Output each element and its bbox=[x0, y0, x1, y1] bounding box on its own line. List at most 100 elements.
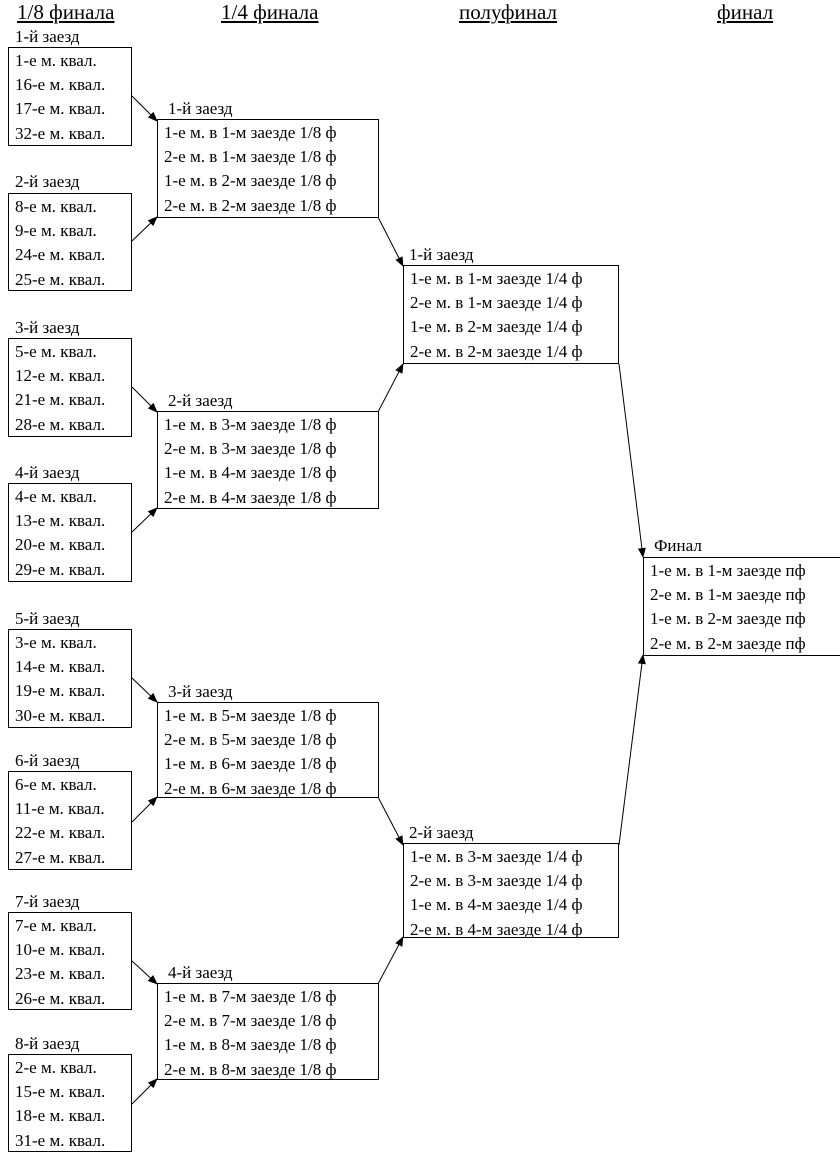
r16-heat-1-entry: 17-е м. квал. bbox=[15, 99, 106, 119]
qf-heat-1-entry: 2-е м. в 2-м заезде 1/8 ф bbox=[164, 195, 337, 215]
r16-heat-1-entry: 1-е м. квал. bbox=[15, 51, 97, 70]
qf-heat-4-label: 4-й заезд bbox=[168, 963, 233, 982]
r16-heat-1-entry: 16-е м. квал. bbox=[15, 75, 106, 95]
r16-heat-7-entry: 7-е м. квал. bbox=[15, 916, 97, 935]
r16-heat-5-entry: 30-е м. квал. bbox=[15, 705, 106, 725]
qf-heat-4-entry: 2-е м. в 7-м заезде 1/8 ф bbox=[164, 1011, 337, 1031]
qf-heat-2-entry: 2-е м. в 3-м заезде 1/8 ф bbox=[164, 439, 337, 459]
sf-heat-1-entry: 1-е м. в 1-м заезде 1/4 ф bbox=[410, 269, 583, 288]
final-label: Финал bbox=[654, 536, 702, 555]
r16-heat-4-entry: 13-е м. квал. bbox=[15, 511, 106, 531]
r16-heat-1-entry: 32-е м. квал. bbox=[15, 123, 106, 143]
sf-heat-1-entry: 1-е м. в 2-м заезде 1/4 ф bbox=[410, 317, 583, 337]
r16-heat-7-label: 7-й заезд bbox=[15, 892, 80, 911]
r16-heat-6-entry: 22-е м. квал. bbox=[15, 823, 106, 843]
sf-heat-2-box: 1-е м. в 3-м заезде 1/4 ф 2-е м. в 3-м з… bbox=[403, 843, 619, 938]
header-final: финал bbox=[717, 0, 774, 24]
qf-heat-1-entry: 1-е м. в 1-м заезде 1/8 ф bbox=[164, 123, 337, 142]
arrow-sf-1-to-final bbox=[618, 363, 646, 558]
qf-heat-3-label: 3-й заезд bbox=[168, 682, 233, 701]
arrow-r16-1-to-qf-1 bbox=[131, 95, 158, 122]
final-entry: 2-е м. в 1-м заезде пф bbox=[650, 585, 806, 605]
r16-heat-6-entry: 11-е м. квал. bbox=[15, 799, 105, 819]
arrow-qf-3-to-sf-2 bbox=[377, 796, 404, 846]
qf-heat-2-label: 2-й заезд bbox=[168, 391, 233, 410]
qf-heat-4-entry: 1-е м. в 7-м заезде 1/8 ф bbox=[164, 987, 337, 1006]
sf-heat-2-label: 2-й заезд bbox=[409, 823, 474, 842]
r16-heat-3-entry: 12-е м. квал. bbox=[15, 366, 106, 386]
qf-heat-2-entry: 2-е м. в 4-м заезде 1/8 ф bbox=[164, 487, 337, 507]
header-semifinal: полуфинал bbox=[459, 0, 557, 24]
arrow-r16-4-to-qf-2 bbox=[131, 507, 158, 533]
qf-heat-3-entry: 2-е м. в 6-м заезде 1/8 ф bbox=[164, 778, 337, 798]
final-entry: 2-е м. в 2-м заезде пф bbox=[650, 633, 806, 653]
qf-heat-4-box: 1-е м. в 7-м заезде 1/8 ф 2-е м. в 7-м з… bbox=[157, 983, 379, 1080]
r16-heat-8-label: 8-й заезд bbox=[15, 1034, 80, 1053]
qf-heat-3-entry: 2-е м. в 5-м заезде 1/8 ф bbox=[164, 730, 337, 750]
r16-heat-6-box: 6-е м. квал. 11-е м. квал. 22-е м. квал.… bbox=[8, 771, 132, 870]
qf-heat-2-box: 1-е м. в 3-м заезде 1/8 ф 2-е м. в 3-м з… bbox=[157, 411, 379, 509]
arrow-r16-5-to-qf-3 bbox=[131, 677, 158, 703]
sf-heat-1-entry: 2-е м. в 2-м заезде 1/4 ф bbox=[410, 341, 583, 361]
r16-heat-4-entry: 29-е м. квал. bbox=[15, 559, 106, 579]
r16-heat-6-entry: 6-е м. квал. bbox=[15, 775, 97, 794]
arrow-r16-7-to-qf-4 bbox=[131, 960, 158, 985]
final-box: 1-е м. в 1-м заезде пф 2-е м. в 1-м заез… bbox=[643, 557, 840, 656]
arrow-qf-2-to-sf-1 bbox=[377, 363, 404, 413]
qf-heat-1-entry: 2-е м. в 1-м заезде 1/8 ф bbox=[164, 147, 337, 167]
r16-heat-7-entry: 23-е м. квал. bbox=[15, 964, 106, 984]
arrow-qf-4-to-sf-2 bbox=[377, 936, 404, 985]
r16-heat-8-entry: 18-е м. квал. bbox=[15, 1106, 106, 1126]
sf-heat-2-entry: 1-е м. в 4-м заезде 1/4 ф bbox=[410, 895, 583, 915]
r16-heat-3-entry: 28-е м. квал. bbox=[15, 414, 106, 434]
r16-heat-3-label: 3-й заезд bbox=[15, 318, 80, 337]
r16-heat-8-box: 2-е м. квал. 15-е м. квал. 18-е м. квал.… bbox=[8, 1054, 132, 1152]
header-round-of-16: 1/8 финала bbox=[17, 0, 115, 24]
r16-heat-2-entry: 8-е м. квал. bbox=[15, 197, 97, 216]
qf-heat-3-entry: 1-е м. в 6-м заезде 1/8 ф bbox=[164, 754, 337, 774]
r16-heat-5-entry: 14-е м. квал. bbox=[15, 657, 106, 677]
arrow-qf-1-to-sf-1 bbox=[377, 216, 404, 267]
r16-heat-4-box: 4-е м. квал. 13-е м. квал. 20-е м. квал.… bbox=[8, 483, 132, 582]
sf-heat-2-entry: 2-е м. в 3-м заезде 1/4 ф bbox=[410, 871, 583, 891]
qf-heat-1-label: 1-й заезд bbox=[168, 99, 233, 118]
r16-heat-6-entry: 27-е м. квал. bbox=[15, 847, 106, 867]
r16-heat-5-label: 5-й заезд bbox=[15, 609, 80, 628]
r16-heat-5-box: 3-е м. квал. 14-е м. квал. 19-е м. квал.… bbox=[8, 629, 132, 728]
r16-heat-4-label: 4-й заезд bbox=[15, 463, 80, 482]
r16-heat-1-label: 1-й заезд bbox=[15, 27, 80, 46]
final-entry: 1-е м. в 1-м заезде пф bbox=[650, 561, 806, 580]
sf-heat-1-entry: 2-е м. в 1-м заезде 1/4 ф bbox=[410, 293, 583, 313]
r16-heat-2-entry: 9-е м. квал. bbox=[15, 221, 97, 241]
r16-heat-3-entry: 21-е м. квал. bbox=[15, 390, 106, 410]
r16-heat-5-entry: 3-е м. квал. bbox=[15, 633, 97, 652]
header-quarterfinal: 1/4 финала bbox=[221, 0, 319, 24]
sf-heat-2-entry: 2-е м. в 4-м заезде 1/4 ф bbox=[410, 919, 583, 938]
r16-heat-8-entry: 31-е м. квал. bbox=[15, 1130, 106, 1150]
r16-heat-4-entry: 4-е м. квал. bbox=[15, 487, 97, 506]
sf-heat-1-box: 1-е м. в 1-м заезде 1/4 ф 2-е м. в 1-м з… bbox=[403, 265, 619, 364]
qf-heat-4-entry: 1-е м. в 8-м заезде 1/8 ф bbox=[164, 1035, 337, 1055]
final-entry: 1-е м. в 2-м заезде пф bbox=[650, 609, 806, 629]
sf-heat-2-entry: 1-е м. в 3-м заезде 1/4 ф bbox=[410, 847, 583, 866]
qf-heat-2-entry: 1-е м. в 3-м заезде 1/8 ф bbox=[164, 415, 337, 434]
qf-heat-3-box: 1-е м. в 5-м заезде 1/8 ф 2-е м. в 5-м з… bbox=[157, 702, 379, 798]
sf-heat-1-label: 1-й заезд bbox=[409, 245, 474, 264]
r16-heat-8-entry: 2-е м. квал. bbox=[15, 1058, 97, 1077]
arrow-r16-2-to-qf-1 bbox=[131, 216, 158, 242]
arrow-r16-6-to-qf-3 bbox=[131, 796, 158, 823]
qf-heat-4-entry: 2-е м. в 8-м заезде 1/8 ф bbox=[164, 1059, 337, 1079]
qf-heat-3-entry: 1-е м. в 5-м заезде 1/8 ф bbox=[164, 706, 337, 725]
r16-heat-2-box: 8-е м. квал. 9-е м. квал. 24-е м. квал. … bbox=[8, 193, 132, 291]
r16-heat-2-label: 2-й заезд bbox=[15, 172, 80, 191]
r16-heat-3-entry: 5-е м. квал. bbox=[15, 342, 97, 361]
arrow-r16-8-to-qf-4 bbox=[131, 1078, 158, 1105]
r16-heat-4-entry: 20-е м. квал. bbox=[15, 535, 106, 555]
r16-heat-7-entry: 26-е м. квал. bbox=[15, 988, 106, 1008]
r16-heat-2-entry: 25-е м. квал. bbox=[15, 269, 106, 289]
qf-heat-1-entry: 1-е м. в 2-м заезде 1/8 ф bbox=[164, 171, 337, 191]
arrow-sf-2-to-final bbox=[618, 654, 646, 846]
r16-heat-6-label: 6-й заезд bbox=[15, 751, 80, 770]
qf-heat-1-box: 1-е м. в 1-м заезде 1/8 ф 2-е м. в 1-м з… bbox=[157, 119, 379, 218]
